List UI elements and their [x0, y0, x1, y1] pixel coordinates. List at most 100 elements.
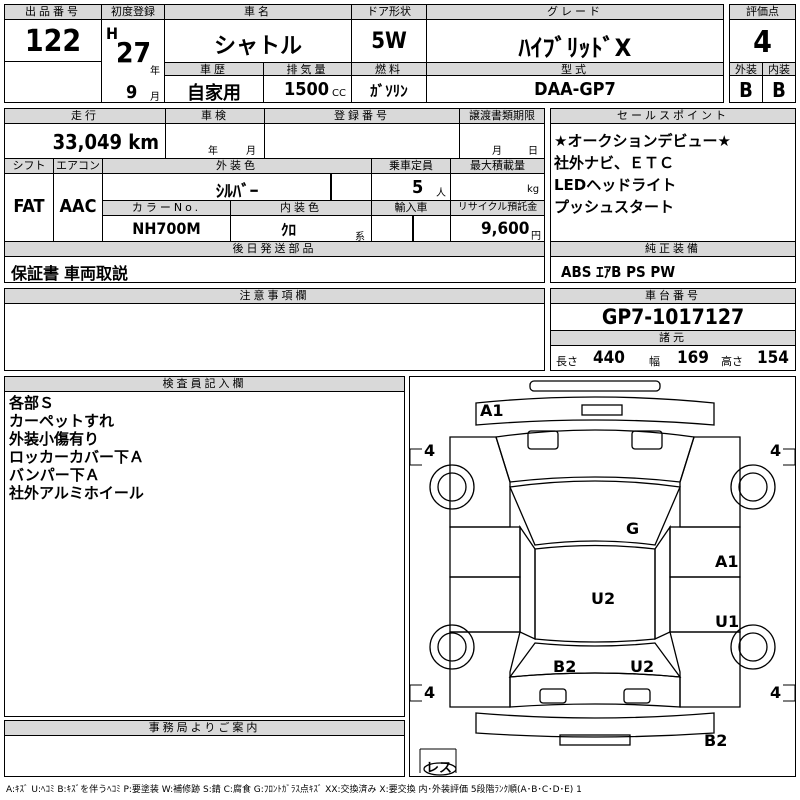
car-name-box: シャトル [164, 19, 352, 63]
grade: ﾊｲﾌﾞﾘｯﾄﾞX [518, 34, 632, 62]
inspector-line: ロッカーカバー下Ａ [9, 448, 145, 466]
import-divider [412, 216, 414, 241]
legend: A:ｷｽﾞ U:ﾍｺﾐ B:ｷｽﾞを伴うﾍｺﾐ P:要塗装 W:補修跡 S:錆 … [6, 785, 582, 795]
int-color-unit: 系 [355, 232, 365, 242]
inspector-line: 社外アルミホイール [9, 484, 144, 502]
later-box: 保証書 車両取説 [4, 256, 545, 283]
inspector-line: カーペットすれ [9, 412, 115, 430]
inspection-year-unit: 年 [208, 146, 218, 157]
tire-rear-left: 4 [424, 683, 436, 702]
lot-no-lower [4, 61, 102, 103]
first-reg-box: H 27 年 9 月 [101, 19, 165, 103]
capacity: 5 [412, 177, 424, 198]
recycle-box: 9,600 円 [450, 215, 545, 242]
lot-no: 122 [24, 24, 82, 59]
inspection-month-unit: 月 [246, 146, 256, 157]
sales-line: プッシュスタート [554, 198, 675, 216]
door-box: 5W [351, 19, 427, 63]
sales-line: ★オークションデビュー★ [554, 132, 731, 150]
chassis-label: 車台番号 [550, 288, 796, 304]
inspector-line: 外装小傷有り [9, 430, 100, 448]
displacement-unit: CC [332, 88, 346, 99]
transfer-day-unit: 日 [528, 146, 538, 157]
dims-label: 諸元 [550, 330, 796, 346]
model-box: DAA-GP7 [426, 75, 724, 103]
displacement-box: 1500 CC [263, 75, 352, 103]
width-label: 幅 [649, 355, 660, 368]
mark-rear-bumper: B2 [704, 731, 728, 750]
load-unit: kg [527, 184, 540, 195]
regno-box [264, 123, 460, 159]
interior-grade: B [772, 78, 786, 102]
sales-box: ★オークションデビュー★ 社外ナビ、ＥＴＣ LEDヘッドライト プッシュスタート [550, 123, 796, 242]
inspector-label: 検査員記入欄 [4, 376, 405, 392]
interior-box: B [762, 75, 796, 103]
height-label: 高さ [721, 355, 743, 368]
dims-box: 長さ 440 幅 169 高さ 154 [550, 345, 796, 371]
inspector-box: 各部Ｓ カーペットすれ 外装小傷有り ロッカーカバー下Ａ バンパー下Ａ 社外アル… [4, 391, 405, 717]
shift: FAT [13, 196, 45, 217]
notes-label: 注意事項欄 [4, 288, 545, 304]
lot-no-label: 出品番号 [4, 4, 102, 20]
displacement-label: 排気量 [263, 62, 352, 76]
history-label: 車歴 [164, 62, 264, 76]
capacity-unit: 人 [436, 188, 446, 199]
ext-color-divider [330, 173, 332, 201]
car-outline-drawing [410, 380, 795, 776]
reg-month: 9 [126, 82, 138, 103]
fuel: ｶﾞｿﾘﾝ [370, 82, 408, 100]
reg-year: 27 [116, 36, 152, 69]
ext-color: ｼﾙﾊﾞｰ [215, 182, 259, 201]
color-no: NH700M [132, 219, 201, 238]
ext-color-label: 外装色 [102, 158, 372, 174]
tire-front-right: 4 [770, 441, 782, 460]
mark-roof: U2 [591, 589, 616, 608]
mark-right-rocker: A1 [715, 552, 739, 571]
year-unit: 年 [150, 66, 160, 77]
equipment-label: 純正装備 [550, 241, 796, 257]
transfer-month-unit: 月 [492, 146, 502, 157]
load-box: kg [450, 173, 545, 201]
mileage: 33,049 km [52, 130, 159, 154]
door-type: 5W [371, 29, 407, 54]
capacity-label: 乗車定員 [371, 158, 451, 174]
capacity-box: 5 人 [371, 173, 451, 201]
model: DAA-GP7 [534, 79, 616, 100]
model-label: 型式 [426, 62, 724, 76]
exterior-grade: B [739, 78, 753, 102]
score: 4 [753, 25, 772, 60]
exterior-box: B [729, 75, 763, 103]
length-label: 長さ [556, 355, 578, 368]
recycle-label: リサイクル預託金 [450, 200, 545, 216]
mark-windshield: G [626, 519, 640, 538]
fuel-box: ｶﾞｿﾘﾝ [351, 75, 427, 103]
equipment: ABS ｴｱB PS PW [561, 263, 676, 281]
inspector-line: 各部Ｓ [9, 394, 55, 412]
mark-right-rear-door: U1 [715, 612, 740, 631]
score-box: 4 [729, 19, 796, 63]
first-reg-label: 初度登録 [101, 4, 165, 20]
door-label: ドア形状 [351, 4, 427, 20]
notes-box [4, 303, 545, 371]
chassis-box: GP7-1017127 [550, 303, 796, 331]
inspection-box: 年 月 [165, 123, 265, 159]
width: 169 [677, 348, 709, 368]
car-name-label: 車名 [164, 4, 352, 20]
sales-line: 社外ナビ、ＥＴＣ [554, 154, 675, 172]
car-diagram: 4 4 4 4 レス A1 G A1 U2 U1 B2 U2 B2 [409, 376, 796, 777]
transfer-box: 月 日 [459, 123, 545, 159]
history-box: 自家用 [164, 75, 264, 103]
import-box [371, 215, 451, 242]
transfer-label: 譲渡書類期限 [459, 108, 545, 124]
color-no-label: カラーNo. [102, 200, 231, 216]
mark-rear-left: B2 [553, 657, 577, 676]
ac-label: エアコン [53, 158, 103, 174]
mileage-box: 33,049 km [4, 123, 166, 159]
sales-label: セールスポイント [550, 108, 796, 124]
ac: AAC [59, 196, 97, 217]
inspector-line: バンパー下Ａ [9, 466, 100, 484]
era: H [106, 24, 119, 43]
history: 自家用 [187, 83, 241, 103]
tire-front-left: 4 [424, 441, 436, 460]
mark-front-bumper: A1 [480, 401, 504, 420]
